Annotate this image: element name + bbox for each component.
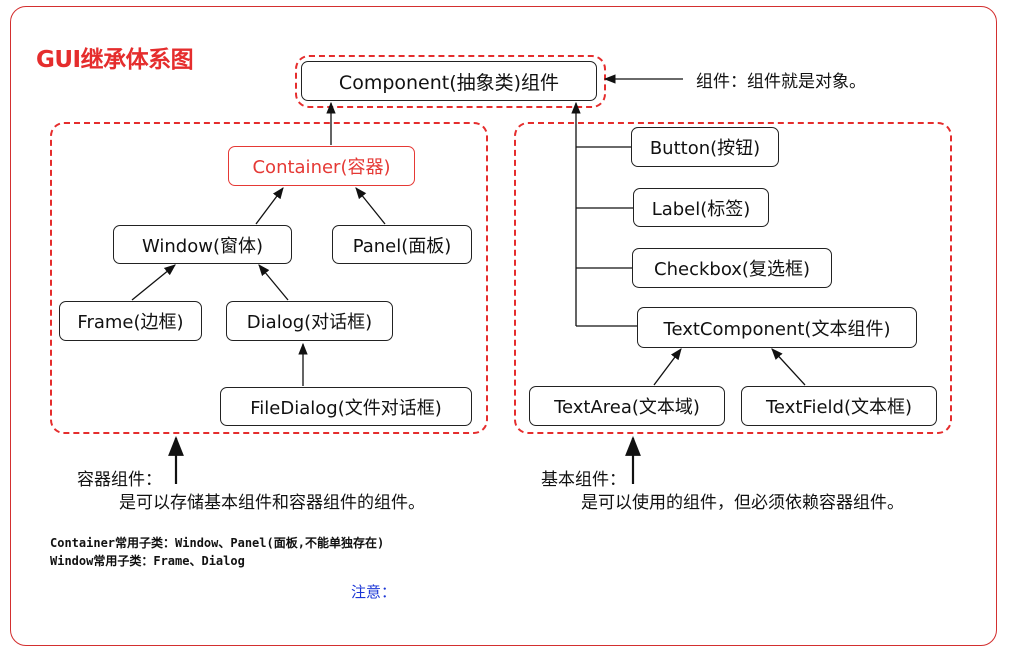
diagram-title: GUI继承体系图 [36, 47, 194, 73]
window-node: Window(窗体) [113, 225, 292, 264]
basic-note-desc: 是可以使用的组件，但必须依赖容器组件。 [581, 493, 904, 513]
basic-group-outline [514, 122, 952, 434]
container-note-title: 容器组件： [77, 470, 162, 490]
panel-node: Panel(面板) [332, 225, 472, 264]
checkbox-node: Checkbox(复选框) [632, 248, 832, 288]
textcomponent-node: TextComponent(文本组件) [637, 307, 917, 348]
dialog-node: Dialog(对话框) [226, 301, 393, 341]
textarea-to-textcomponent-arrow [653, 348, 682, 386]
component-note: 组件：组件就是对象。 [696, 72, 866, 92]
frame-to-window-arrow [131, 264, 176, 301]
window-subclasses-note: Window常用子类：Frame、Dialog [50, 554, 245, 568]
frame-node: Frame(边框) [59, 301, 202, 341]
textarea-node: TextArea(文本域) [529, 386, 725, 426]
basic-note-title: 基本组件： [541, 470, 626, 490]
label-node: Label(标签) [633, 188, 769, 227]
panel-to-container-arrow [355, 187, 386, 225]
textfield-to-textcomponent-arrow [771, 348, 806, 386]
textfield-node: TextField(文本框) [741, 386, 937, 426]
container-subclasses-note: Container常用子类：Window、Panel(面板,不能单独存在) [50, 536, 385, 550]
container-note-desc: 是可以存储基本组件和容器组件的组件。 [119, 493, 425, 513]
filedialog-node: FileDialog(文件对话框) [220, 387, 472, 426]
connector-lines [131, 74, 806, 484]
window-to-container-arrow [255, 187, 284, 225]
component-node: Component(抽象类)组件 [301, 61, 597, 101]
button-node: Button(按钮) [631, 127, 779, 167]
attention-label: 注意： [351, 583, 397, 601]
dialog-to-window-arrow [258, 264, 289, 301]
container-group-outline [50, 122, 488, 434]
container-node: Container(容器) [228, 146, 415, 186]
